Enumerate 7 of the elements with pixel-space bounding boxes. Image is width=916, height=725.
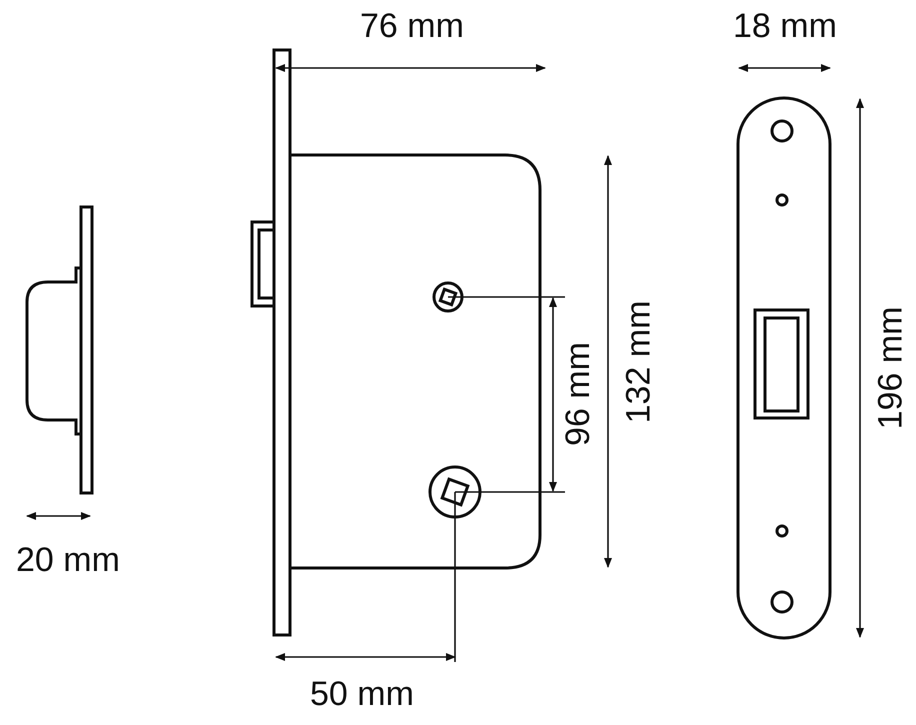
dimension-label: 132 mm bbox=[620, 300, 655, 424]
dimension-label: 76 mm bbox=[360, 9, 464, 43]
dimension-label: 18 mm bbox=[733, 9, 837, 43]
dimension-label: 20 mm bbox=[16, 543, 120, 577]
dimension-label: 96 mm bbox=[560, 342, 595, 446]
dimension-label: 50 mm bbox=[310, 677, 414, 711]
dimension-label: 196 mm bbox=[872, 306, 907, 430]
